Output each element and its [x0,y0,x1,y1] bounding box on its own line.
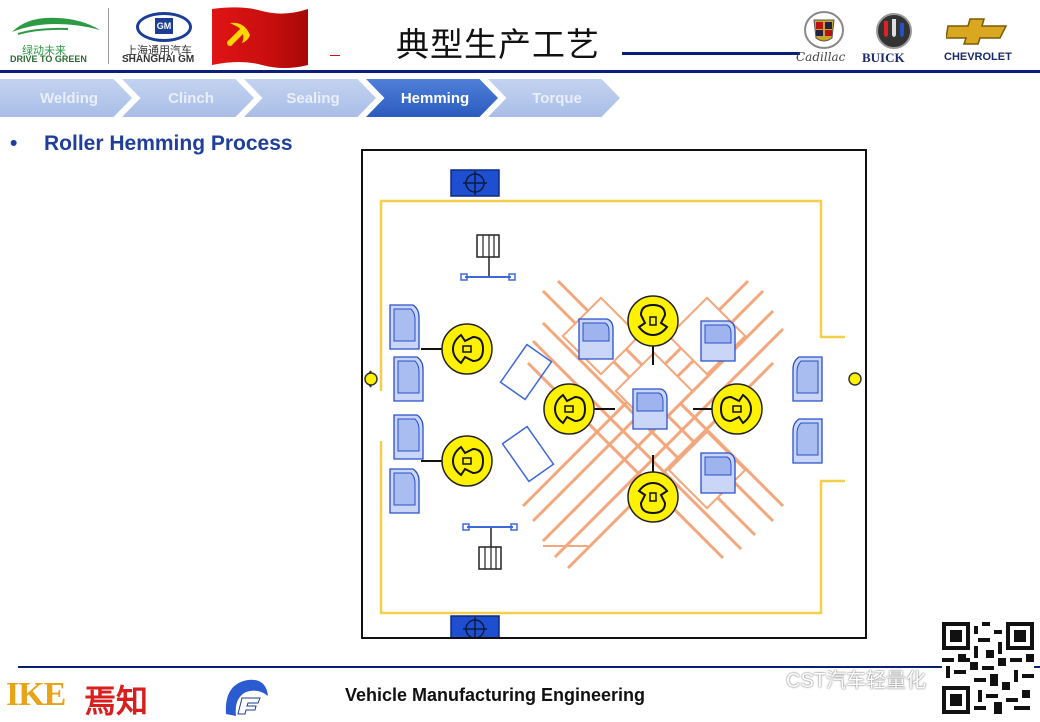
logo-gm-cn: 上海通用汽车 [126,44,192,57]
logo-left-en: DRIVE TO GREEN [10,54,87,64]
step-clinch[interactable]: Clinch [122,79,254,117]
car-swoosh-icon [12,17,100,35]
door-part-icon [632,388,668,430]
logo-ike-cn: 焉知 [84,682,149,720]
gm-logo-icon [136,12,192,42]
step-sealing[interactable]: Sealing [244,79,376,117]
logo-left-cn: 绿动未来 [22,44,66,57]
header: 绿动未来 DRIVE TO GREEN GM 上海通用汽车 SHANGHAI G… [0,0,1040,76]
flag-underline [330,55,340,56]
empty-buffer [499,343,553,401]
bullet-text: Roller Hemming Process [44,132,293,155]
gm-badge: GM [155,18,173,34]
hemming-robot-icon [627,471,679,523]
qr-code-icon [942,622,1034,714]
hemming-stand-bottom-icon [462,523,518,570]
layout-drawing [364,169,862,643]
fixture-top-icon [450,169,500,197]
bullet-item: • Roller Hemming Process [10,132,293,156]
gripper-right-icon [848,372,862,386]
door-part-icon [393,414,424,460]
buick-shield-icon [876,13,912,49]
hemming-robot-icon [543,383,595,435]
logo-gm-en: SHANGHAI GM [122,54,195,65]
hemming-robot-icon [711,383,763,435]
brand-cadillac: Cadillac [796,50,846,64]
watermark-text: CST汽车轻量化 [786,670,926,692]
fixture-bottom-icon [450,615,500,643]
door-part-icon [578,318,614,360]
header-rule [0,70,1040,73]
step-torque[interactable]: Torque [488,79,620,117]
step-hemming[interactable]: Hemming [366,79,498,117]
hemming-stand-top-icon [460,234,516,281]
page-title: 典型生产工艺 [396,25,600,64]
roller-hemming-layout-diagram [361,149,867,643]
ve-logo-icon [225,679,268,716]
brand-buick: BUICK [862,50,905,65]
door-part-icon [792,418,823,464]
hemming-robot-icon [441,323,493,375]
step-welding[interactable]: Welding [0,79,132,117]
process-steps-nav: Welding Clinch Sealing Hemming Torque [0,79,640,117]
safety-fence [379,199,845,615]
door-part-icon [700,320,736,362]
footer-rule [18,666,1040,668]
logo-ike: IKE [6,676,66,713]
door-part-icon [389,304,420,350]
hemming-robot-icon [627,295,679,347]
gripper-left-icon [364,372,378,386]
footer-title: Vehicle Manufacturing Engineering [345,685,646,705]
cadillac-crest-icon [804,11,844,49]
title-underline [622,52,800,55]
door-part-icon [393,356,424,402]
bullet-dot: • [10,132,18,155]
door-part-icon [700,452,736,494]
header-divider [108,8,109,64]
chevrolet-bowtie-icon [946,18,1008,45]
door-part-icon [792,356,823,402]
empty-buffer [501,425,555,483]
door-part-icon [389,468,420,514]
hemming-robot-icon [441,435,493,487]
party-flag-icon [212,7,308,68]
brand-chevrolet: CHEVROLET [944,51,1012,63]
